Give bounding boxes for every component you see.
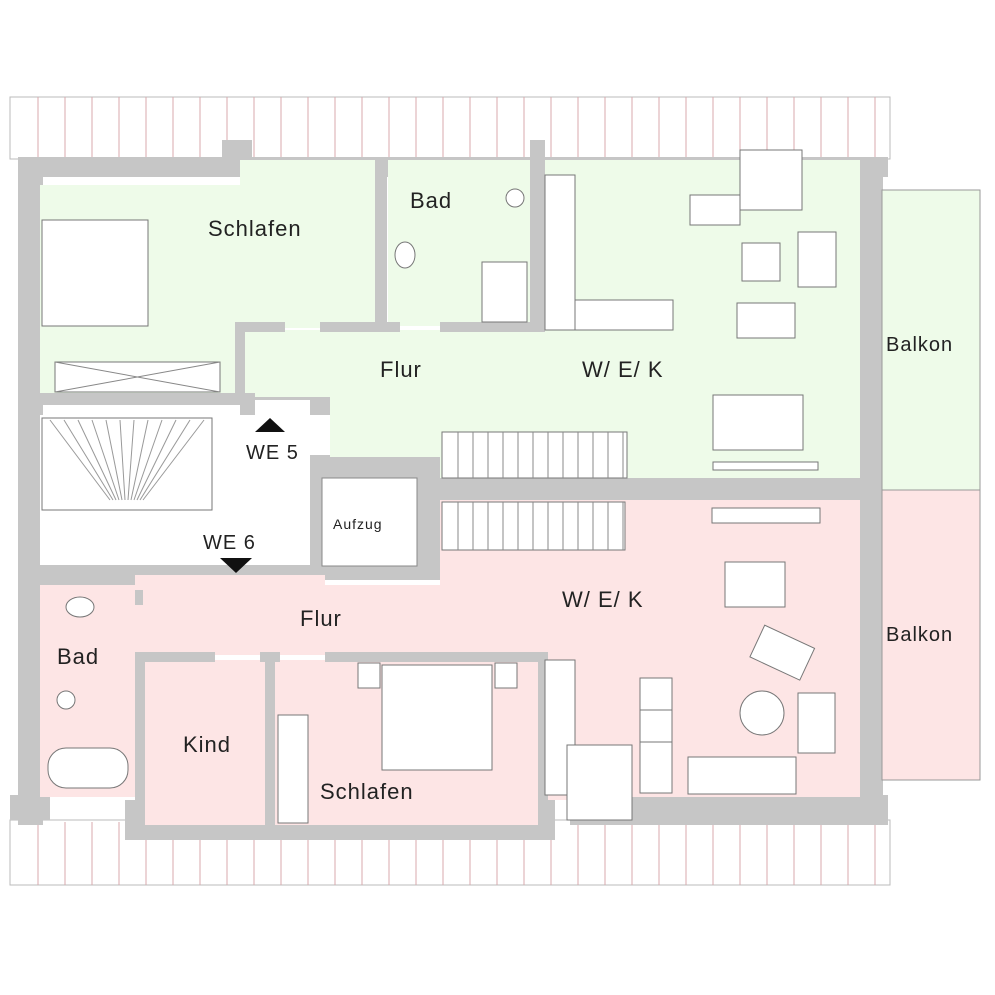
unit-we5 [40, 140, 981, 491]
label-schlafen-we5: Schlafen [208, 216, 302, 241]
label-we6: WE 6 [203, 532, 256, 554]
stair-step [139, 419, 191, 501]
wardrobe-icon [277, 714, 309, 824]
label-schlafen-we6: Schlafen [320, 779, 414, 804]
label-bad-we5: Bad [410, 188, 452, 213]
bed-icon [41, 219, 149, 327]
sofa-icon [687, 756, 797, 795]
armchair-icon [749, 624, 816, 681]
label-bad-we6: Bad [57, 644, 99, 669]
label-flur-we6: Flur [300, 606, 342, 631]
shower-icon [481, 261, 528, 323]
we6-entry-arrow-icon [220, 558, 252, 573]
sink-icon [65, 596, 95, 618]
label-aufzug: Aufzug [333, 516, 383, 532]
balkon-we6 [881, 489, 981, 781]
sofa-icon [689, 194, 741, 226]
dining-table-icon [724, 561, 786, 608]
stair-step [130, 419, 149, 501]
label-balkon-we6: Balkon [886, 624, 953, 646]
label-balkon-we5: Balkon [886, 334, 953, 356]
stove-icon [639, 709, 673, 743]
bed-icon [381, 664, 493, 771]
label-flur-we5: Flur [380, 357, 422, 382]
unit-we6 [40, 489, 981, 827]
chimney-icon [739, 149, 803, 211]
kitchen-counter-icon [544, 174, 576, 331]
stair-core [40, 400, 418, 573]
stair-step [119, 419, 126, 501]
room-kind [145, 660, 267, 825]
label-wek-we5: W/ E/ K [582, 357, 664, 382]
stair-step [63, 419, 114, 501]
label-kind: Kind [183, 732, 231, 757]
round-table-icon [739, 690, 785, 736]
toilet-icon [505, 188, 525, 208]
labels: Schlafen Bad Flur W/ E/ K Balkon WE 5 WE… [57, 188, 953, 804]
sink-icon [394, 241, 416, 269]
stair-step [127, 419, 135, 501]
dining-table-icon [712, 394, 804, 451]
stair-step [142, 419, 205, 501]
label-we5: WE 5 [246, 442, 299, 464]
label-wek-we6: W/ E/ K [562, 587, 644, 612]
balkon-we5 [881, 189, 981, 491]
stair-step [105, 419, 123, 501]
spiral-stairs-icon [41, 417, 213, 511]
room-flur-we5 [245, 330, 545, 397]
toilet-icon [56, 690, 76, 710]
roof-top [9, 96, 891, 160]
stair-step [133, 419, 163, 501]
we5-entry-arrow-icon [255, 418, 285, 432]
stair-step [91, 419, 120, 501]
stair-step [77, 419, 117, 501]
stair-step [49, 419, 111, 501]
stair-step [136, 419, 177, 501]
stairs-icon [441, 431, 628, 479]
bathtub-icon [47, 747, 129, 789]
